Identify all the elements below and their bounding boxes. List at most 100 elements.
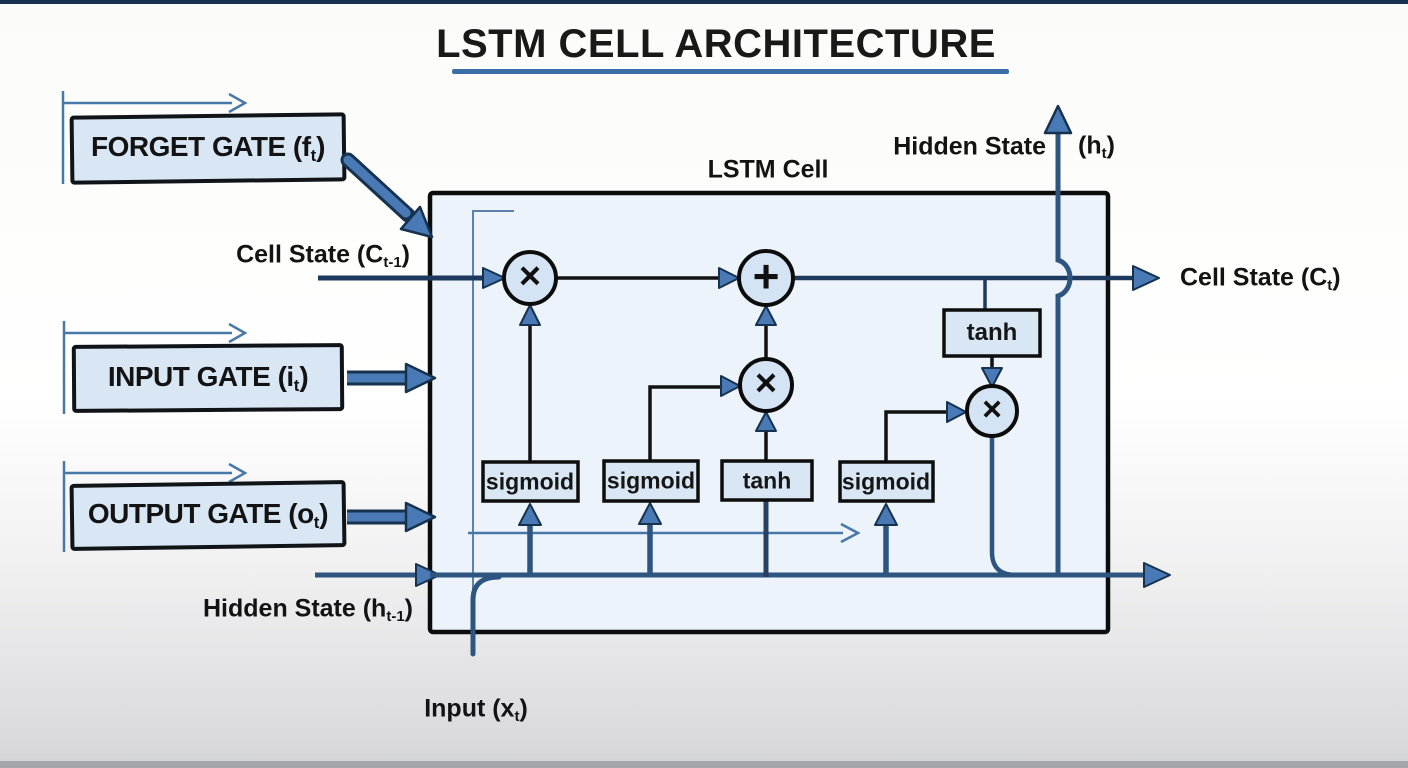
arrow-chevron-icon	[228, 462, 248, 484]
multiply-icon: ×	[518, 255, 542, 298]
bottom-border-line	[0, 761, 1408, 768]
arrowhead-icon	[638, 502, 662, 525]
sigmoid-output-box	[838, 460, 935, 503]
label-subscript: t	[1101, 144, 1107, 162]
lstm-cell-label: LSTM Cell	[707, 155, 829, 184]
arrow-chevron-icon	[228, 322, 248, 344]
cell-state-in-label: Cell State (Ct-1)	[236, 242, 410, 270]
arrowhead-icon	[755, 305, 777, 326]
arrowhead-icon	[482, 267, 506, 289]
arrowhead-icon	[755, 411, 777, 432]
output-gate-arrow	[347, 501, 437, 533]
label-text: FORGET GATE (f	[91, 131, 311, 163]
hidden-state-out-label: Hidden State	[893, 132, 1046, 161]
arrowhead-icon	[399, 205, 434, 239]
label-text: )	[319, 498, 329, 530]
label-text: )	[401, 240, 410, 269]
sigmoid-output-label: sigmoid	[841, 468, 931, 495]
sigmoid-input-box	[602, 459, 700, 503]
tanh-candidate-box	[720, 459, 814, 502]
label-subscript: t-1	[383, 253, 402, 271]
label-text: )	[404, 594, 414, 623]
inner-corner-bracket	[472, 210, 514, 618]
label-text: Cell State (C	[236, 240, 384, 269]
label-text: )	[519, 694, 528, 723]
multiply-icon: ×	[754, 362, 778, 405]
label-text: )	[1106, 131, 1115, 160]
label-text: )	[1332, 263, 1341, 292]
label-text: OUTPUT GATE (o	[87, 498, 314, 530]
internal-wiring	[528, 322, 994, 462]
arrowhead-icon	[874, 503, 898, 526]
forget-gate-label: FORGET GATE (ft)	[91, 133, 325, 165]
arrow-chevron-icon	[228, 92, 248, 114]
bottom-input-lane	[315, 562, 1171, 657]
label-subscript: t	[514, 707, 520, 725]
hidden-state-out-path	[989, 104, 1073, 578]
tanh-candidate-label: tanh	[742, 467, 792, 494]
forget-multiply-node	[502, 250, 558, 306]
label-subscript: t	[310, 146, 317, 166]
arrowhead-icon	[415, 563, 441, 587]
sigmoid2-to-multiply-line	[648, 385, 722, 461]
page-title: LSTM CELL ARCHITECTURE	[436, 22, 996, 66]
arrowhead-icon	[1043, 104, 1073, 135]
arrowhead-icon	[720, 375, 741, 397]
sigmoid-input-label: sigmoid	[606, 467, 696, 494]
arrow-shaft	[343, 155, 411, 218]
arrowhead-icon	[1143, 562, 1171, 588]
title-underline	[452, 69, 1009, 74]
add-icon: +	[752, 250, 780, 302]
multiply-icon: ×	[982, 390, 1002, 429]
hidden-state-up-line	[1055, 131, 1073, 573]
forget-gate-sketch-arrow	[61, 91, 248, 184]
input-gate-label: INPUT GATE (it)	[107, 361, 309, 396]
label-subscript: t-1	[386, 607, 405, 625]
label-subscript: t	[1327, 276, 1333, 294]
arrowhead-icon	[518, 503, 542, 526]
input-x-label: Input (xt)	[424, 696, 528, 724]
input-x-line	[470, 574, 502, 657]
cell-state-path	[318, 265, 1160, 310]
arrowhead-icon	[718, 267, 740, 289]
input-gate-box	[71, 343, 345, 413]
arrow-chevron-icon	[840, 522, 861, 544]
output-gate-label: OUTPUT GATE (ot)	[87, 498, 329, 533]
top-border-line	[0, 0, 1408, 4]
multiply-to-bus-curve	[989, 436, 1017, 578]
add-node	[737, 249, 795, 307]
tanh-output-label: tanh	[966, 319, 1018, 346]
input-multiply-node	[738, 357, 794, 413]
sigmoid-forget-label: sigmoid	[485, 468, 575, 495]
arrowhead-icon	[981, 367, 1003, 388]
label-text: Cell State (C	[1180, 263, 1328, 292]
arrowhead-icon	[1132, 265, 1160, 291]
label-text: )	[299, 361, 309, 393]
label-subscript: t	[293, 376, 300, 396]
label-subscript: t	[313, 513, 320, 533]
hidden-state-in-label: Hidden State (ht-1)	[203, 596, 413, 624]
arrowhead-icon	[404, 501, 437, 533]
label-text: )	[316, 131, 325, 163]
cell-state-out-label: Cell State (Ct)	[1180, 265, 1341, 293]
activation-risers	[518, 500, 898, 577]
tanh-output-box	[942, 308, 1042, 358]
arrowhead-icon	[946, 401, 967, 423]
label-text: INPUT GATE (i	[107, 361, 294, 393]
arrowhead-icon	[404, 362, 437, 394]
forget-gate-arrow	[340, 152, 434, 239]
internal-arrowheads	[519, 304, 1003, 432]
hidden-state-out-paren-label: (ht)	[1078, 133, 1115, 161]
sigmoid-forget-box	[481, 460, 580, 503]
label-text: Hidden State (h	[202, 594, 387, 623]
output-gate-sketch-arrow	[62, 461, 248, 552]
label-text: Input (x	[424, 694, 515, 723]
input-gate-arrow	[347, 362, 437, 394]
input-gate-sketch-arrow	[62, 321, 248, 414]
label-text: (h	[1078, 131, 1102, 160]
forget-gate-box	[69, 112, 347, 185]
output-gate-box	[69, 480, 347, 551]
sigmoid3-to-multiply-line	[884, 410, 949, 462]
